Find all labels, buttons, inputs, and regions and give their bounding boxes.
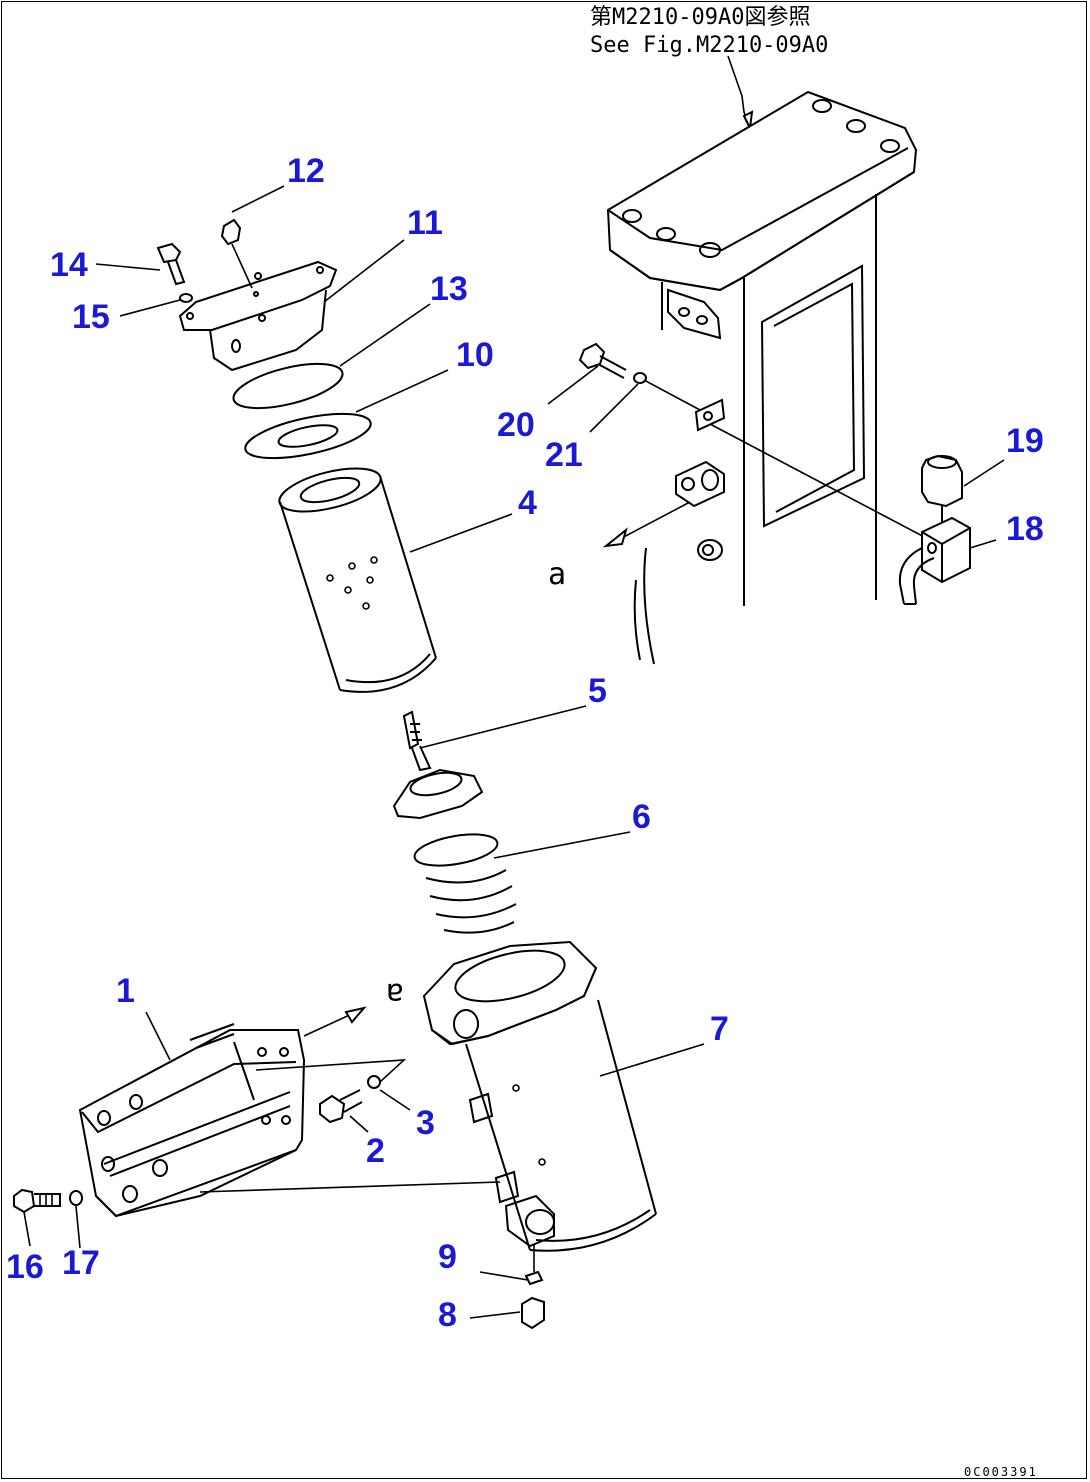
callout-10: 10 <box>456 336 494 374</box>
cover-11 <box>178 260 338 372</box>
callout-9: 9 <box>438 1238 457 1276</box>
drain-9-8 <box>521 1244 545 1330</box>
callout-20: 20 <box>497 406 535 444</box>
callout-17: 17 <box>62 1244 100 1282</box>
view-arrow-bottom: a <box>303 976 404 1037</box>
callout-12: 12 <box>287 152 325 190</box>
spring-6 <box>413 833 517 934</box>
view-arrow-top: a <box>548 501 691 592</box>
view-marker-a-top: a <box>548 557 566 592</box>
valve-5 <box>392 710 484 820</box>
bolt-2 <box>319 1075 381 1124</box>
bracket-1 <box>78 1023 501 1218</box>
reference-en: See Fig.M2210-09A0 <box>590 33 828 58</box>
reference-arrow <box>727 55 754 132</box>
housing-7 <box>422 940 657 1252</box>
callout-3: 3 <box>416 1104 435 1142</box>
callout-5: 5 <box>588 672 607 710</box>
callout-2: 2 <box>366 1132 385 1170</box>
filter-element-4 <box>278 467 437 693</box>
callout-16: 16 <box>6 1248 44 1286</box>
callout-11: 11 <box>407 204 443 242</box>
callout-7: 7 <box>710 1010 729 1048</box>
callout-6: 6 <box>632 798 651 836</box>
reference-jp: 第M2210-09A0図参照 <box>590 5 810 30</box>
callout-19: 19 <box>1006 422 1044 460</box>
callout-14: 14 <box>50 246 88 284</box>
bolt-16 <box>13 1188 83 1214</box>
drawing-code: 0C003391 <box>964 1465 1038 1479</box>
plug-12 <box>220 218 253 289</box>
callout-21: 21 <box>545 436 583 474</box>
o-ring-13 <box>232 362 344 410</box>
callout-13: 13 <box>430 270 468 308</box>
callout-1: 1 <box>116 972 135 1010</box>
callout-4: 4 <box>518 484 537 522</box>
bolt-14 <box>156 242 193 303</box>
leader-lines <box>23 185 1005 1319</box>
gasket-10 <box>244 412 372 460</box>
callout-18: 18 <box>1006 510 1044 548</box>
mounting-column <box>606 90 918 665</box>
view-marker-a-bottom: a <box>386 976 404 1011</box>
callout-8: 8 <box>438 1296 457 1334</box>
callout-15: 15 <box>72 298 110 336</box>
callout-labels: 12 14 15 11 13 10 4 5 6 7 1 2 3 16 17 9 … <box>6 152 1044 1334</box>
bolt-20 <box>578 342 701 411</box>
sensor-18-19 <box>709 423 971 605</box>
